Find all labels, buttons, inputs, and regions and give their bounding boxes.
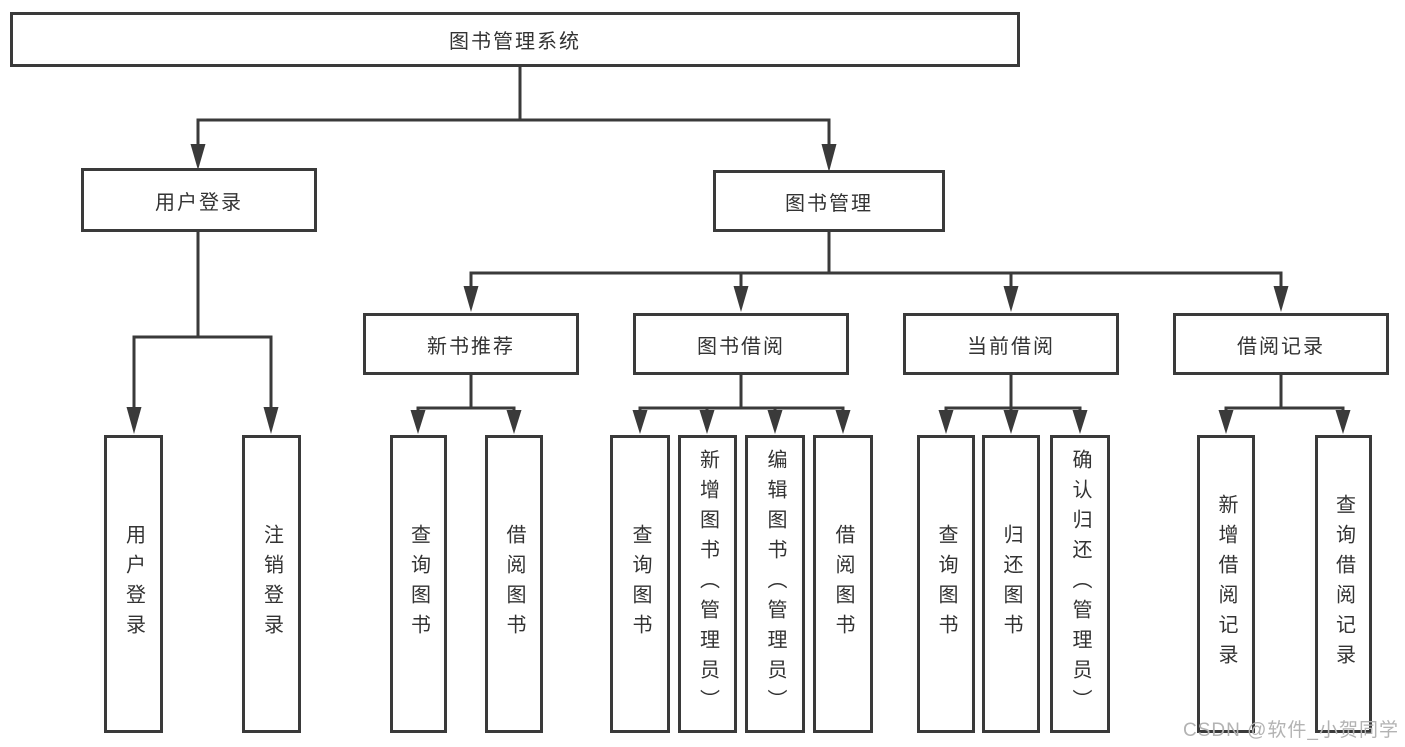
leaf-query-books-recommend-label: 查询图书: [407, 524, 430, 644]
node-new-book-recommend: 新书推荐: [363, 313, 579, 375]
node-book-borrow-label: 图书借阅: [697, 335, 785, 358]
leaf-query-books-borrow-label: 查询图书: [629, 524, 651, 644]
leaf-add-borrow-record-label: 新增借阅记录: [1215, 494, 1237, 674]
leaf-edit-book-admin: 编辑图书（管理员）: [745, 435, 805, 733]
node-book-borrow: 图书借阅: [633, 313, 849, 375]
leaf-query-books-current: 查询图书: [917, 435, 975, 733]
leaf-add-book-admin: 新增图书（管理员）: [678, 435, 737, 733]
leaf-borrow-books-recommend-label: 借阅图书: [503, 524, 525, 644]
leaf-logout: 注销登录: [242, 435, 301, 733]
node-book-management: 图书管理: [713, 170, 945, 232]
leaf-borrow-books-label: 借阅图书: [832, 524, 854, 644]
leaf-logout-label: 注销登录: [260, 524, 283, 644]
leaf-query-books-current-label: 查询图书: [935, 524, 957, 644]
leaf-query-books-recommend: 查询图书: [390, 435, 447, 733]
node-borrow-records: 借阅记录: [1173, 313, 1389, 375]
leaf-query-borrow-record-label: 查询借阅记录: [1332, 494, 1355, 674]
leaf-return-book-label: 归还图书: [1000, 524, 1022, 644]
node-new-book-recommend-label: 新书推荐: [427, 335, 515, 358]
node-library-system: 图书管理系统: [10, 12, 1020, 67]
node-user-login-label: 用户登录: [155, 191, 243, 214]
node-book-management-label: 图书管理: [785, 192, 873, 215]
node-user-login: 用户登录: [81, 168, 317, 232]
leaf-edit-book-admin-label: 编辑图书（管理员）: [764, 449, 786, 719]
node-library-system-label: 图书管理系统: [449, 31, 581, 53]
node-current-borrow-label: 当前借阅: [967, 335, 1055, 358]
leaf-add-book-admin-label: 新增图书（管理员）: [696, 449, 719, 719]
node-borrow-records-label: 借阅记录: [1237, 335, 1325, 358]
leaf-user-login: 用户登录: [104, 435, 163, 733]
leaf-confirm-return-admin-label: 确认归还（管理员）: [1069, 449, 1091, 719]
leaf-add-borrow-record: 新增借阅记录: [1197, 435, 1255, 733]
leaf-user-login-label: 用户登录: [122, 524, 145, 644]
leaf-borrow-books-recommend: 借阅图书: [485, 435, 543, 733]
csdn-watermark: CSDN @软件_小贺同学: [1183, 720, 1399, 741]
leaf-query-books-borrow: 查询图书: [610, 435, 670, 733]
node-current-borrow: 当前借阅: [903, 313, 1119, 375]
leaf-query-borrow-record: 查询借阅记录: [1315, 435, 1372, 733]
leaf-return-book: 归还图书: [982, 435, 1040, 733]
leaf-confirm-return-admin: 确认归还（管理员）: [1050, 435, 1110, 733]
leaf-borrow-books: 借阅图书: [813, 435, 873, 733]
